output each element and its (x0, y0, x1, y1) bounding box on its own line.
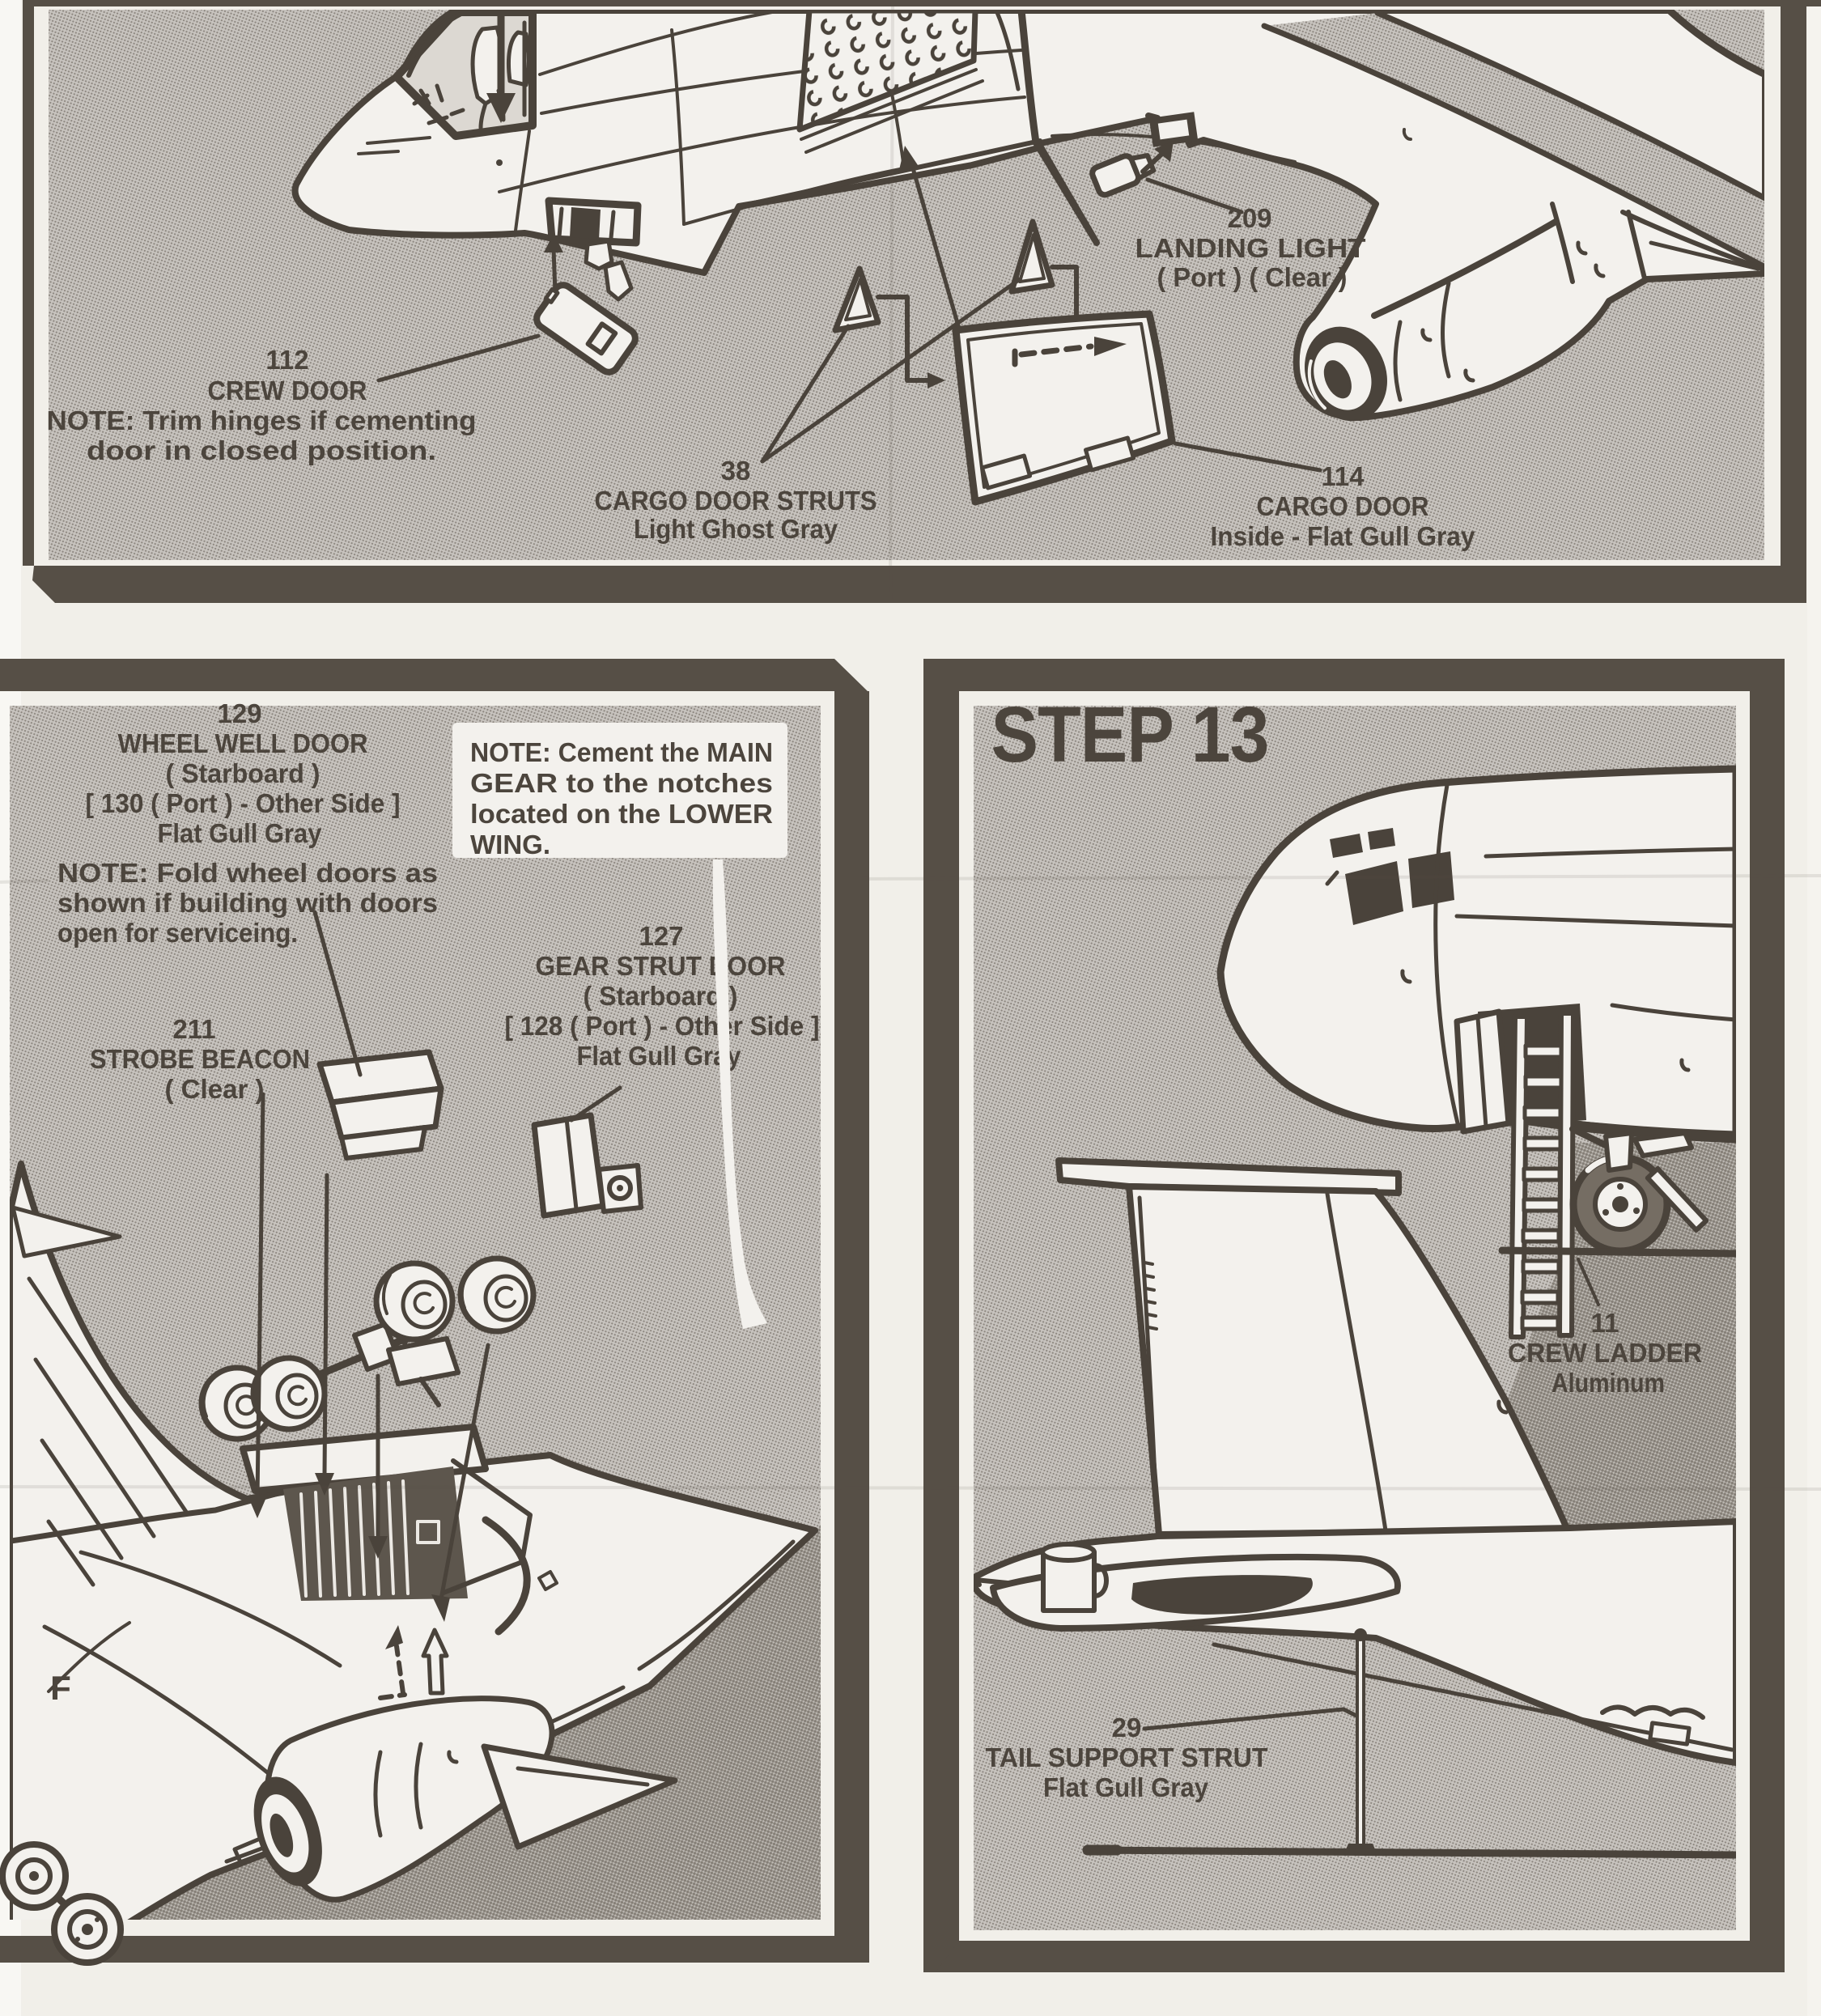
svg-text:Flat Gull Gray: Flat Gull Gray (577, 1041, 742, 1071)
svg-text:112: 112 (265, 345, 308, 375)
svg-text:WING.: WING. (470, 830, 550, 859)
svg-text:( Starboard ): ( Starboard ) (584, 981, 738, 1011)
svg-text:127: 127 (639, 921, 683, 951)
svg-text:CARGO DOOR: CARGO DOOR (1257, 491, 1429, 521)
svg-text:NOTE: Trim hinges if cementing: NOTE: Trim hinges if cementing (47, 405, 477, 435)
svg-text:Flat Gull Gray: Flat Gull Gray (158, 818, 323, 848)
svg-text:Flat Gull Gray: Flat Gull Gray (1043, 1772, 1209, 1802)
svg-text:LANDING LIGHT: LANDING LIGHT (1135, 233, 1366, 263)
svg-text:129: 129 (217, 698, 261, 728)
svg-text:( Starboard ): ( Starboard ) (166, 758, 320, 788)
svg-text:door in closed position.: door in closed position. (87, 435, 436, 465)
svg-text:114: 114 (1321, 461, 1365, 491)
svg-text:CARGO DOOR STRUTS: CARGO DOOR STRUTS (595, 486, 877, 516)
svg-text:29: 29 (1112, 1713, 1142, 1742)
svg-text:[ 128 ( Port ) - Other Side ]: [ 128 ( Port ) - Other Side ] (505, 1011, 820, 1041)
svg-text:38: 38 (721, 456, 751, 486)
svg-text:CREW LADDER: CREW LADDER (1508, 1338, 1702, 1368)
svg-text:Light Ghost Gray: Light Ghost Gray (634, 514, 838, 544)
svg-text:GEAR to the notches: GEAR to the notches (470, 768, 773, 798)
svg-text:STEP 13: STEP 13 (991, 690, 1269, 779)
svg-text:GEAR STRUT DOOR: GEAR STRUT DOOR (536, 951, 786, 981)
svg-text:11: 11 (1591, 1308, 1619, 1338)
svg-text:( Clear ): ( Clear ) (165, 1074, 265, 1104)
svg-text:209: 209 (1227, 203, 1271, 233)
svg-text:211: 211 (172, 1014, 215, 1044)
svg-text:F: F (50, 1669, 71, 1707)
svg-text:open for serviceing.: open for serviceing. (57, 918, 298, 948)
svg-text:( Port ) ( Clear ): ( Port ) ( Clear ) (1157, 262, 1348, 292)
svg-text:STROBE BEACON: STROBE BEACON (90, 1044, 310, 1074)
svg-text:shown if building with doors: shown if building with doors (57, 888, 438, 918)
svg-text:[ 130 ( Port ) - Other Side ]: [ 130 ( Port ) - Other Side ] (86, 788, 401, 818)
svg-text:NOTE: Cement the MAIN: NOTE: Cement the MAIN (470, 737, 773, 767)
svg-text:Aluminum: Aluminum (1551, 1368, 1665, 1398)
svg-text:Inside - Flat Gull Gray: Inside - Flat Gull Gray (1211, 521, 1476, 551)
svg-text:TAIL SUPPORT STRUT: TAIL SUPPORT STRUT (986, 1742, 1268, 1772)
svg-text:located on the LOWER: located on the LOWER (470, 799, 773, 829)
svg-text:NOTE: Fold wheel doors as: NOTE: Fold wheel doors as (57, 858, 438, 888)
svg-text:CREW DOOR: CREW DOOR (208, 376, 367, 405)
svg-text:WHEEL WELL DOOR: WHEEL WELL DOOR (118, 728, 368, 758)
